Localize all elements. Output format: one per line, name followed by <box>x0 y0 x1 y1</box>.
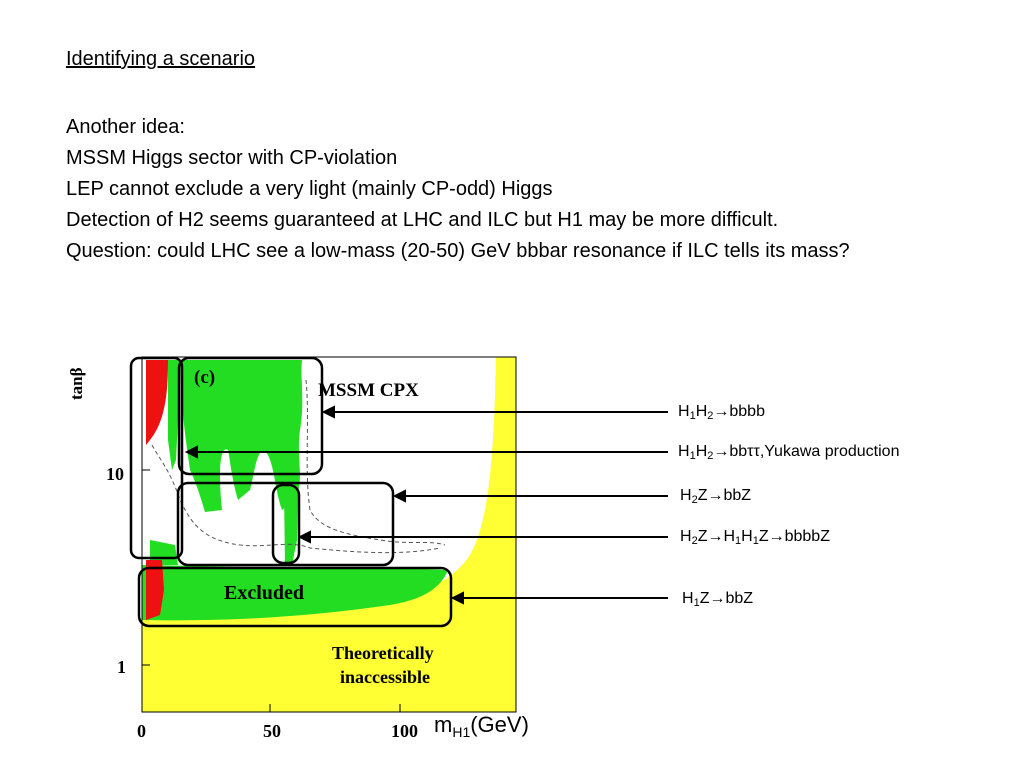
lep-red-region <box>146 360 168 445</box>
excluded-region-lower <box>142 565 448 621</box>
box-h1h2-bbtautau <box>129 356 184 560</box>
x-axis-m: m <box>434 712 453 737</box>
x-tick-100: 100 <box>391 721 418 741</box>
body-line-5: Question: could LHC see a low-mass (20-5… <box>66 240 850 262</box>
theory-label-1: Theoretically <box>332 643 434 663</box>
dashed-contour <box>151 444 441 554</box>
dashed-contour-2 <box>305 379 446 546</box>
y-axis-label: tanβ <box>67 367 86 400</box>
box-h2z-h1h1z <box>271 483 301 565</box>
body-line-3: LEP cannot exclude a very light (mainly … <box>66 178 553 200</box>
slide-body: Another idea: MSSM Higgs sector with CP-… <box>66 112 996 267</box>
x-axis-sub: H1 <box>452 724 471 740</box>
annotation-h1h2-bbbb: H1H2→bbbb <box>678 403 765 422</box>
annotation-h2z-bbz: H2Z→bbZ <box>680 487 752 506</box>
box-h1z-bbz <box>137 566 453 628</box>
x-tick-0: 0 <box>137 721 146 741</box>
excluded-region-strip <box>284 492 298 565</box>
panel-label: (c) <box>194 367 215 388</box>
y-tick-10: 10 <box>106 464 124 484</box>
x-tick-50: 50 <box>263 721 281 741</box>
box-h1h2-bbbb <box>177 356 324 476</box>
lep-red-region-lower <box>146 560 164 620</box>
excluded-label: Excluded <box>224 582 304 604</box>
annotation-h2z-h1h1z: H2Z→H1H1Z→bbbbZ <box>680 528 830 547</box>
box-h2z-bbz <box>176 481 395 567</box>
excluded-region-left <box>168 360 180 470</box>
annotation-h1h2-bbtautau: H1H2→bbττ,Yukawa production <box>678 443 900 462</box>
body-line-1: Another idea: <box>66 116 185 138</box>
body-line-2: MSSM Higgs sector with CP-violation <box>66 147 398 169</box>
theoretically-inaccessible-region <box>142 357 516 712</box>
scenario-label: MSSM CPX <box>318 380 419 401</box>
slide-title: Identifying a scenario <box>66 48 256 70</box>
y-tick-1: 1 <box>117 657 126 677</box>
body-line-4: Detection of H2 seems guaranteed at LHC … <box>66 209 779 231</box>
x-axis-label: mH1(GeV) <box>434 712 529 740</box>
x-axis-unit: (GeV) <box>470 712 529 737</box>
annotation-h1z-bbz: H1Z→bbZ <box>682 590 754 609</box>
theory-label-2: inaccessible <box>340 667 430 687</box>
plot-frame <box>141 356 517 713</box>
